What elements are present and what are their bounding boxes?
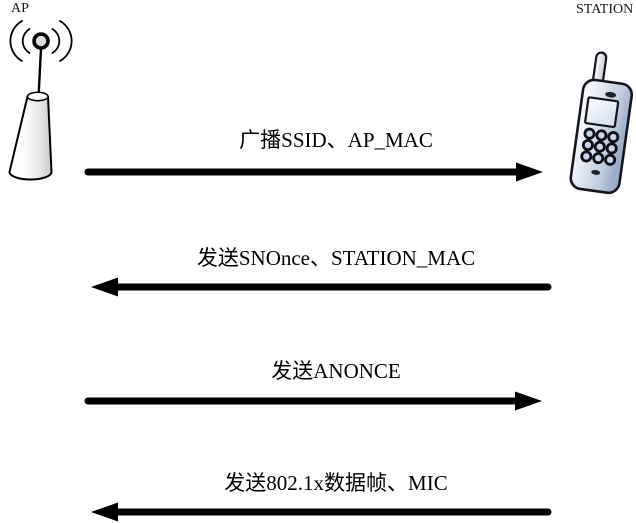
- message-label-4: 发送802.1x数据帧、MIC: [224, 471, 448, 495]
- mobile-phone-icon: [569, 51, 634, 195]
- station-actor-label: STATION: [576, 2, 634, 17]
- message-arrow-3-right: [84, 391, 542, 411]
- ap-actor-label: AP: [11, 1, 29, 16]
- message-label-1: 广播SSID、AP_MAC: [239, 128, 433, 152]
- antenna-emitter-ring: [32, 32, 50, 50]
- message-arrow-1-right: [84, 162, 543, 182]
- radio-waves-right-outer: [59, 20, 73, 62]
- antenna-mast: [37, 48, 43, 98]
- message-arrow-2-left: [91, 277, 552, 297]
- phone-earpiece: [605, 91, 617, 98]
- message-arrow-4-left: [91, 502, 552, 522]
- antenna-tower-icon: [8, 20, 73, 181]
- antenna-cone-body: [8, 95, 53, 181]
- phone-keypad: [580, 127, 620, 166]
- message-label-2: 发送SNOnce、STATION_MAC: [196, 246, 476, 270]
- phone-mic: [591, 169, 601, 175]
- phone-screen: [584, 96, 620, 129]
- message-label-3: 发送ANONCE: [271, 359, 401, 383]
- radio-waves-right-inner: [51, 28, 61, 54]
- radio-waves-left-inner: [21, 28, 31, 54]
- antenna-cone-top: [26, 91, 49, 102]
- radio-waves-left-outer: [9, 20, 23, 62]
